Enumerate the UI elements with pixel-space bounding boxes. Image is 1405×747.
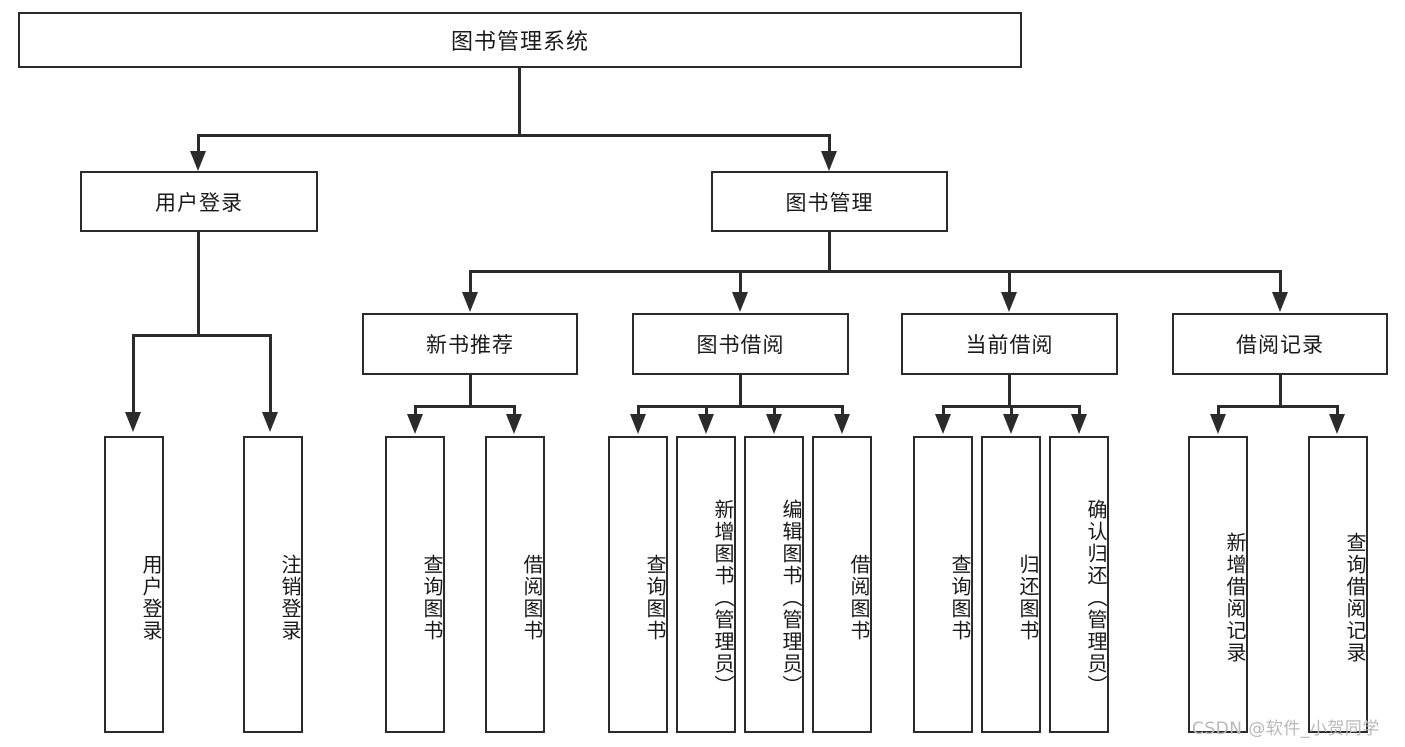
arrow-current-borrow-leaf-3 (1071, 414, 1087, 434)
leaf-user-login[interactable]: 用户登录 (104, 436, 164, 733)
edge-current-borrow-stem (1008, 375, 1011, 407)
node-user-login[interactable]: 用户登录 (80, 171, 318, 232)
node-label: 借阅图书 (520, 553, 544, 642)
leaf-add-book-admin[interactable]: 新增图书（管理员） (676, 436, 736, 733)
node-borrowing-record[interactable]: 借阅记录 (1172, 313, 1388, 375)
node-label: 用户登录 (155, 190, 243, 215)
node-label: 查询图书 (420, 553, 444, 642)
edge-root-to-book-mgmt (828, 134, 831, 159)
leaf-borrow-books[interactable]: 借阅图书 (812, 436, 872, 733)
node-label: 新增借阅记录 (1223, 531, 1247, 664)
arrow-book-borrow-leaf-4 (834, 414, 850, 434)
edge-root-stem (518, 68, 521, 136)
node-label: 新书推荐 (426, 333, 514, 357)
node-label: 当前借阅 (965, 333, 1054, 357)
leaf-edit-book-admin[interactable]: 编辑图书（管理员） (744, 436, 804, 733)
node-label: 新增图书（管理员） (711, 498, 735, 697)
node-book-management[interactable]: 图书管理 (711, 171, 948, 232)
edge-book-mgmt-drop-3 (1008, 270, 1011, 294)
node-label: 查询图书 (948, 553, 972, 642)
leaf-query-books-borrow[interactable]: 查询图书 (608, 436, 668, 733)
edge-user-login-drop-1 (132, 334, 135, 414)
edge-new-book-rec-stem (469, 375, 472, 407)
node-label: 注销登录 (278, 553, 302, 642)
node-label: 查询图书 (643, 553, 667, 642)
arrow-to-borrow-record (1272, 292, 1288, 312)
edge-book-mgmt-drop-1 (469, 270, 472, 294)
arrow-book-borrow-leaf-1 (630, 414, 646, 434)
edge-user-login-bus (132, 334, 272, 337)
arrow-root-to-user-login (190, 151, 206, 171)
arrow-user-login-leaf-2 (262, 412, 278, 432)
edge-book-borrow-bus (637, 405, 843, 408)
node-label: 图书管理系统 (450, 30, 589, 55)
node-label: 查询借阅记录 (1343, 531, 1367, 664)
node-book-borrowing[interactable]: 图书借阅 (632, 313, 849, 375)
arrow-root-to-book-mgmt (821, 151, 837, 171)
node-root-book-management-system[interactable]: 图书管理系统 (18, 12, 1022, 68)
edge-book-borrow-drop-4 (841, 405, 844, 417)
leaf-logout[interactable]: 注销登录 (243, 436, 303, 733)
node-label: 归还图书 (1016, 553, 1040, 642)
node-label: 确认归还（管理员） (1084, 498, 1108, 697)
edge-book-borrow-drop-3 (773, 405, 776, 417)
edge-current-borrow-drop-3 (1078, 405, 1081, 417)
leaf-add-borrow-record[interactable]: 新增借阅记录 (1188, 436, 1248, 733)
edge-user-login-drop-2 (269, 334, 272, 414)
node-current-borrowing[interactable]: 当前借阅 (901, 313, 1118, 375)
leaf-confirm-return-admin[interactable]: 确认归还（管理员） (1049, 436, 1109, 733)
edge-book-mgmt-bus (469, 270, 1282, 273)
node-new-book-recommendation[interactable]: 新书推荐 (362, 313, 578, 375)
edge-current-borrow-drop-2 (1010, 405, 1013, 417)
edge-new-book-rec-drop-1 (414, 405, 417, 417)
edge-book-borrow-drop-1 (637, 405, 640, 417)
arrow-user-login-leaf-1 (125, 412, 141, 432)
edge-new-book-rec-bus (414, 405, 516, 408)
edge-current-borrow-drop-1 (942, 405, 945, 417)
arrow-current-borrow-leaf-1 (935, 414, 951, 434)
node-label: 借阅图书 (847, 553, 871, 642)
leaf-query-borrow-record[interactable]: 查询借阅记录 (1308, 436, 1368, 733)
edge-borrow-record-drop-1 (1217, 405, 1220, 417)
arrow-book-borrow-leaf-3 (766, 414, 782, 434)
arrow-new-book-rec-leaf-2 (506, 414, 522, 434)
edge-user-login-stem (197, 232, 200, 336)
arrow-current-borrow-leaf-2 (1003, 414, 1019, 434)
arrow-to-book-borrow (732, 292, 748, 312)
leaf-query-books-current[interactable]: 查询图书 (913, 436, 973, 733)
edge-book-mgmt-stem (828, 232, 831, 272)
edge-root-bus (197, 134, 831, 137)
arrow-to-new-book-rec (462, 292, 478, 312)
arrow-borrow-record-leaf-1 (1210, 414, 1226, 434)
edge-borrow-record-stem (1279, 375, 1282, 407)
edge-book-borrow-drop-2 (705, 405, 708, 417)
leaf-query-books-rec[interactable]: 查询图书 (385, 436, 445, 733)
leaf-return-books[interactable]: 归还图书 (981, 436, 1041, 733)
edge-borrow-record-bus (1217, 405, 1339, 408)
node-label: 图书借阅 (696, 333, 785, 357)
watermark: CSDN @软件_小贺同学 (1192, 719, 1380, 739)
leaf-borrow-books-rec[interactable]: 借阅图书 (485, 436, 545, 733)
arrow-book-borrow-leaf-2 (698, 414, 714, 434)
edge-book-borrow-stem (739, 375, 742, 407)
edge-borrow-record-drop-2 (1336, 405, 1339, 417)
edge-book-mgmt-drop-2 (739, 270, 742, 294)
node-label: 借阅记录 (1236, 333, 1324, 357)
edge-book-mgmt-drop-4 (1279, 270, 1282, 294)
node-label: 图书管理 (785, 190, 874, 215)
node-label: 编辑图书（管理员） (779, 498, 803, 697)
node-label: 用户登录 (139, 553, 163, 642)
arrow-to-current-borrow (1001, 292, 1017, 312)
edge-root-to-user-login (197, 134, 200, 159)
arrow-new-book-rec-leaf-1 (407, 414, 423, 434)
arrow-borrow-record-leaf-2 (1329, 414, 1345, 434)
edge-new-book-rec-drop-2 (513, 405, 516, 417)
